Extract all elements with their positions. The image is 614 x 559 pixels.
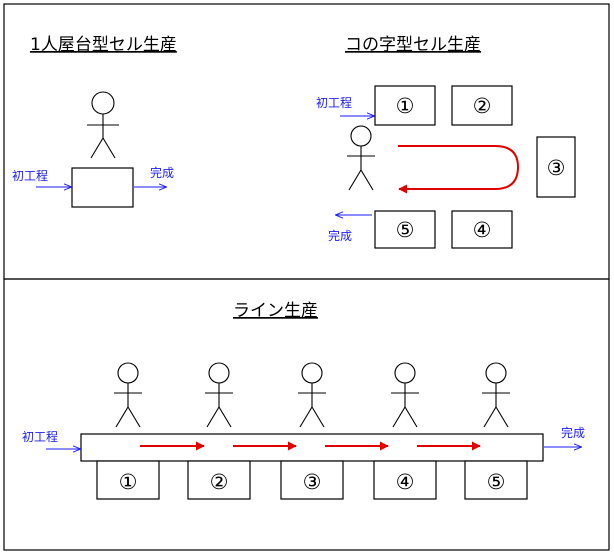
single-person-cell-title: 1人屋台型セル生産 (30, 35, 177, 55)
u-station-1-label: ① (396, 94, 415, 118)
line-worker-figure (482, 362, 510, 428)
line-station-2-label: ② (210, 470, 229, 494)
conveyor-line (80, 433, 544, 462)
single-input-label: 初工程 (12, 168, 48, 183)
u-station-2 (451, 85, 513, 126)
line-station-5 (464, 460, 528, 500)
single-person-cell-section: 1人屋台型セル生産 初工程 完成 (12, 35, 177, 208)
line-worker-figure (298, 362, 326, 428)
u-station-3 (536, 136, 576, 198)
line-worker-figure (391, 362, 419, 428)
line-station-3-label: ③ (303, 470, 322, 494)
line-station-1-label: ① (119, 470, 138, 494)
line-workers (114, 362, 510, 428)
u-station-5 (374, 210, 436, 249)
u-input-label: 初工程 (316, 95, 352, 110)
u-station-2-label: ② (473, 94, 492, 118)
line-station-3 (280, 460, 344, 500)
worker-figure (87, 91, 119, 159)
u-station-5-label: ⑤ (396, 218, 415, 242)
line-input-label: 初工程 (22, 429, 58, 444)
u-station-4 (451, 210, 513, 249)
u-station-1 (374, 85, 436, 126)
work-station (71, 167, 134, 208)
u-station-3-label: ③ (547, 156, 566, 180)
line-stations: ① ② ③ ④ ⑤ (96, 460, 528, 500)
single-output-label: 完成 (150, 165, 174, 180)
line-station-4-label: ④ (396, 470, 415, 494)
line-station-1 (96, 460, 160, 500)
u-station-4-label: ④ (473, 218, 492, 242)
line-production-title: ライン生産 (233, 301, 318, 321)
line-output-label: 完成 (561, 425, 585, 440)
line-worker-figure (114, 362, 142, 428)
line-worker-figure (205, 362, 233, 428)
u-flow-arrow (398, 145, 520, 194)
line-station-2 (187, 460, 251, 500)
line-station-5-label: ⑤ (487, 470, 506, 494)
u-shaped-cell-section: コの字型セル生産 初工程 ① ② ③ ④ ⑤ 完成 (316, 35, 576, 249)
bottom-panel (3, 278, 610, 551)
line-station-4 (373, 460, 437, 500)
u-output-label: 完成 (328, 228, 352, 243)
line-production-section: ライン生産 初工程 完成 ① ② ③ ④ ⑤ (22, 301, 585, 500)
u-shaped-cell-title: コの字型セル生産 (345, 35, 481, 55)
u-worker-figure (347, 125, 375, 191)
